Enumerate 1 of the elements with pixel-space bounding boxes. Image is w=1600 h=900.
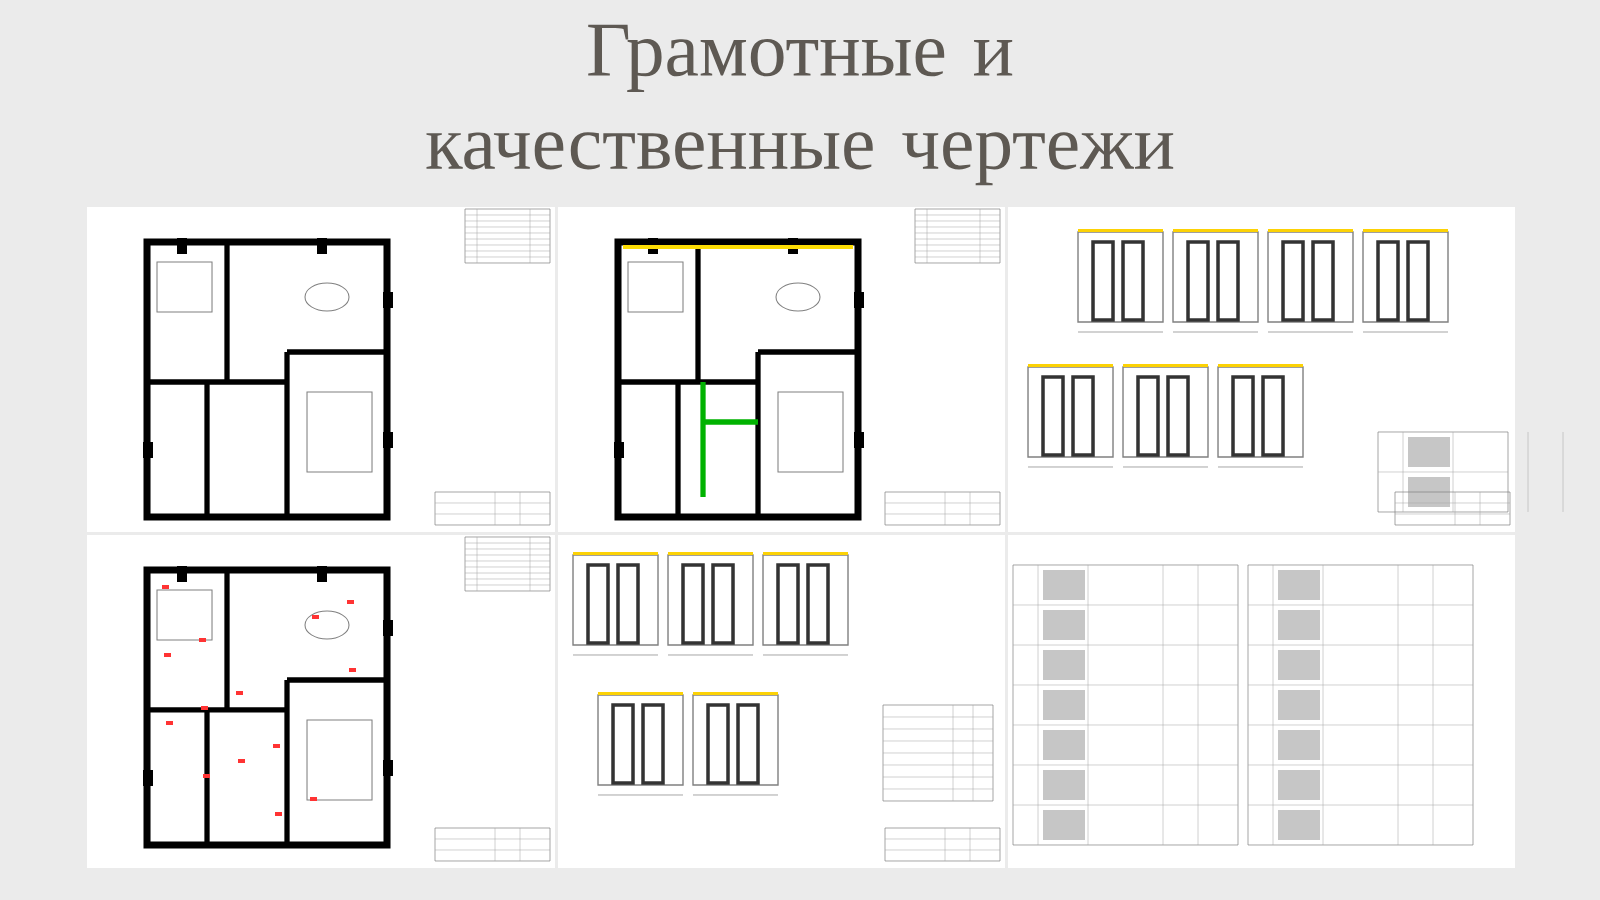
- title: Грамотные и качественные чертежи: [426, 24, 1174, 186]
